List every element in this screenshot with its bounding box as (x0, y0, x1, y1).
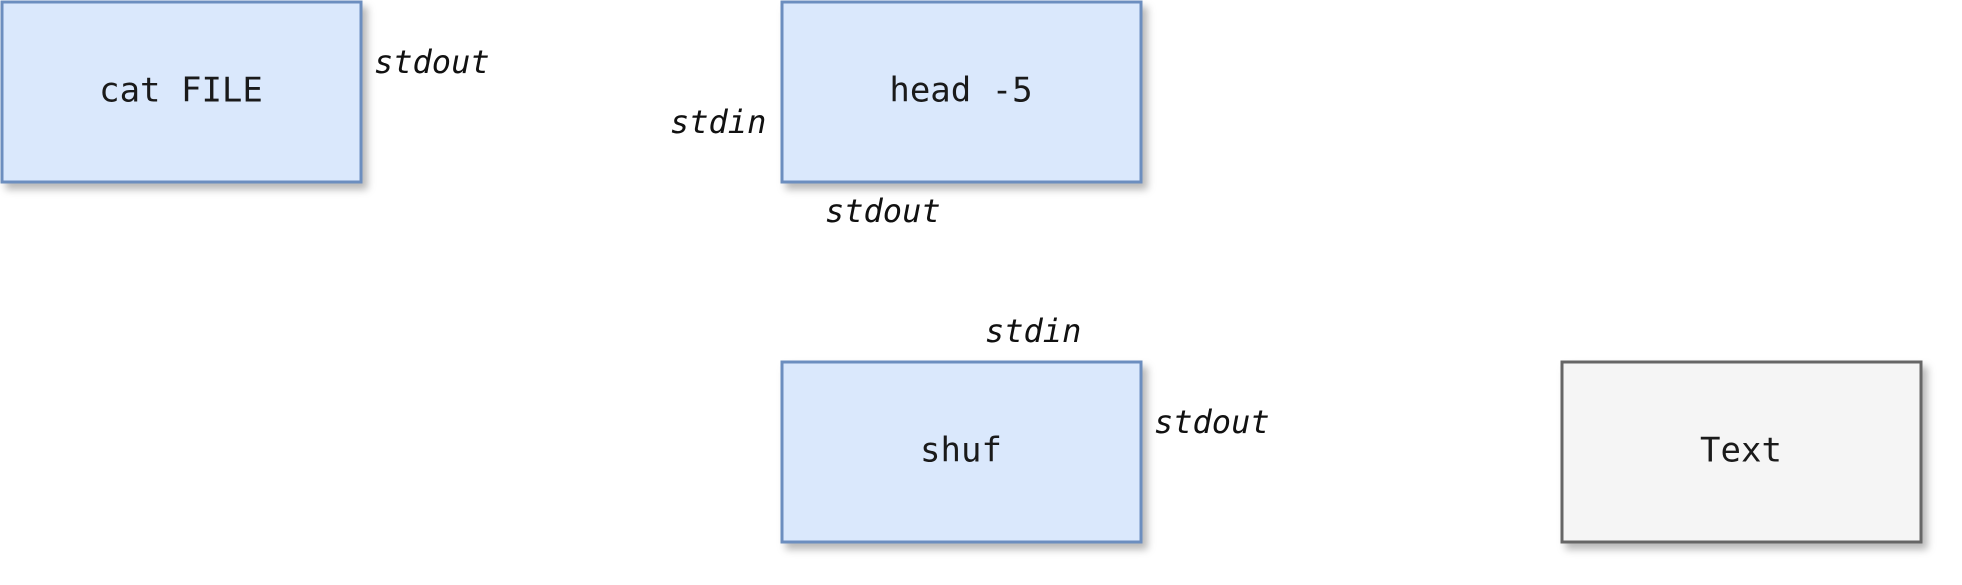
node-shuf[interactable]: shuf (780, 360, 1143, 544)
node-shuf-label: shuf (920, 431, 1002, 471)
edge-shuf-text-stdout-label: stdout (1154, 403, 1270, 441)
edge-cat-head-stdout-label: stdout (374, 43, 490, 81)
node-cat-file-label: cat FILE (99, 71, 263, 111)
node-shuf-box (780, 360, 1143, 544)
edge-head-shuf-stdout-label: stdout (825, 192, 941, 230)
node-text[interactable]: Text (1560, 360, 1923, 544)
edge-cat-head-stdin-label: stdin (670, 103, 766, 141)
node-text-label: Text (1700, 431, 1782, 471)
node-head-label: head -5 (889, 71, 1032, 111)
node-cat-file[interactable]: cat FILE (0, 0, 363, 184)
edge-head-shuf-stdin-label: stdin (985, 312, 1081, 350)
node-text-box (1560, 360, 1923, 544)
node-cat-file-box (0, 0, 363, 184)
node-head-box (780, 0, 1143, 184)
node-head[interactable]: head -5 (780, 0, 1143, 184)
